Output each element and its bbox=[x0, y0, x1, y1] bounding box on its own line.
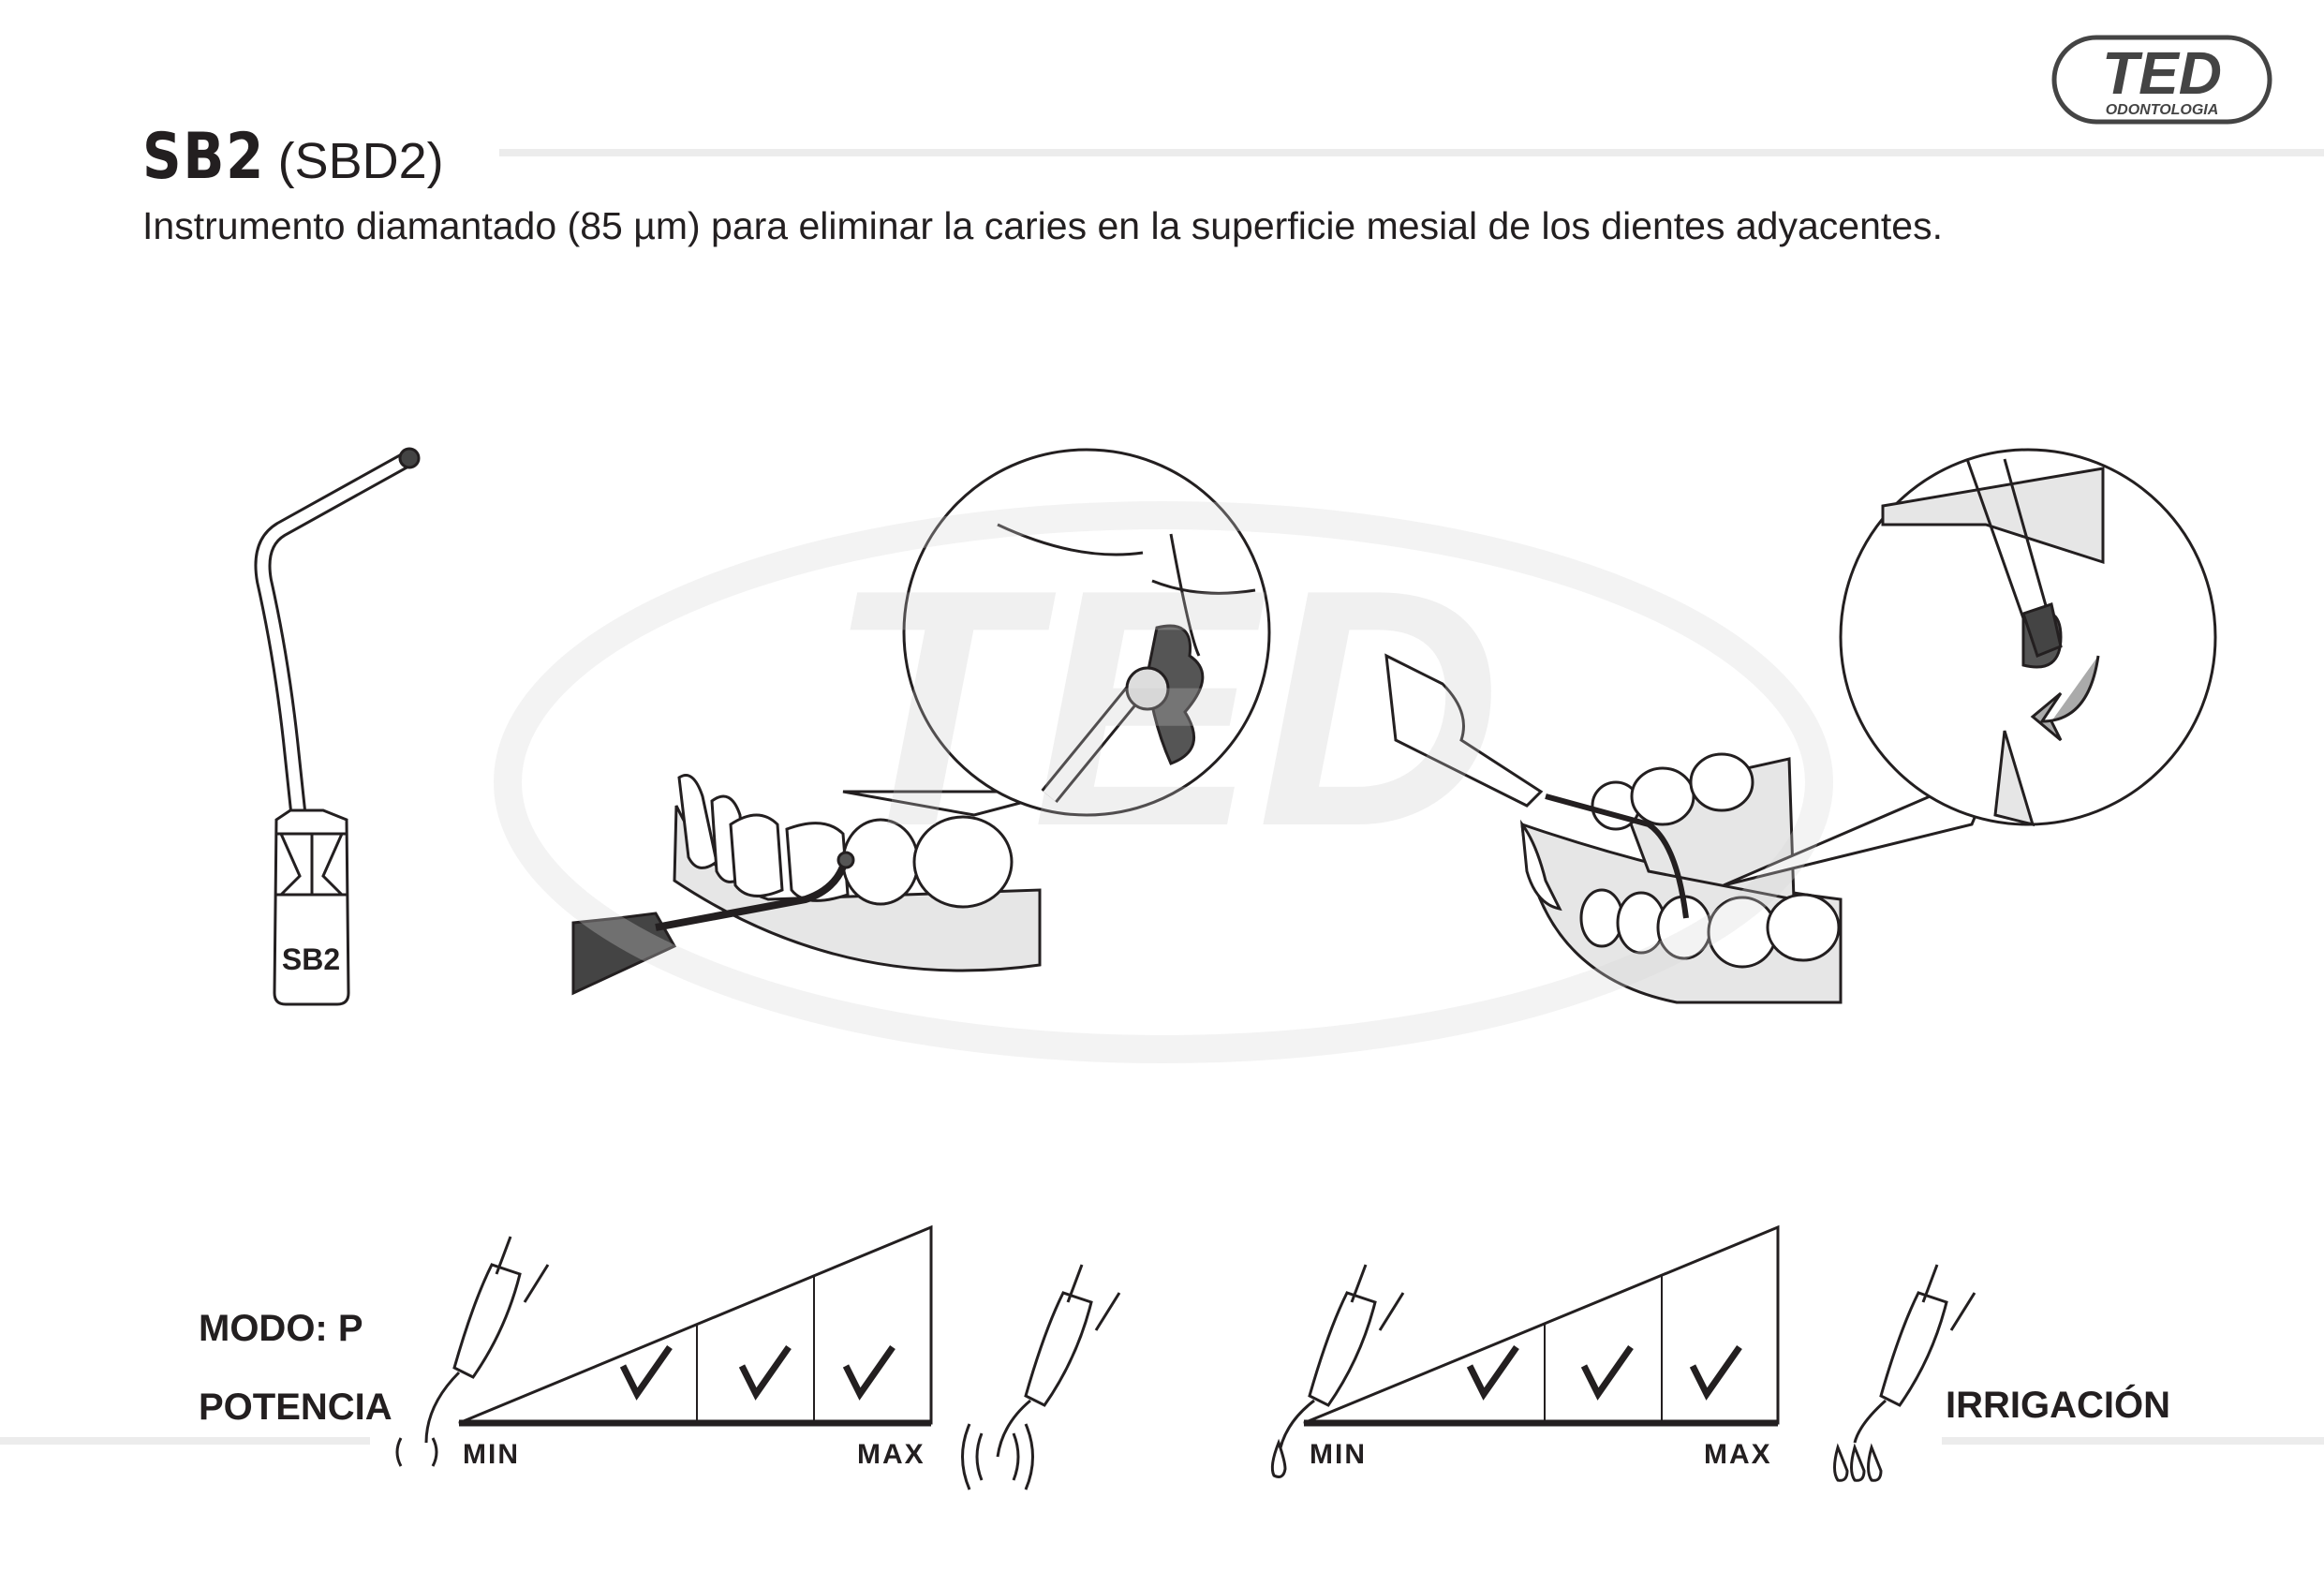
header-rule bbox=[499, 149, 2324, 156]
svg-text:SB2: SB2 bbox=[282, 942, 340, 976]
svg-text:ODONTOLOGIA: ODONTOLOGIA bbox=[2106, 102, 2219, 118]
irrigation-scale bbox=[1303, 1224, 1780, 1427]
page-title: SB2 (SBD2) bbox=[142, 120, 444, 194]
irrigation-max-label: MAX bbox=[1704, 1439, 1772, 1470]
ted-logo: TED ODONTOLOGIA bbox=[2051, 35, 2272, 125]
svg-text:TED: TED bbox=[2102, 39, 2222, 107]
level-check-icon bbox=[1466, 1344, 1519, 1401]
level-check-icon bbox=[738, 1344, 792, 1401]
product-alt-code: (SBD2) bbox=[277, 133, 444, 189]
power-label: POTENCIA bbox=[199, 1387, 392, 1428]
power-max-label: MAX bbox=[857, 1439, 925, 1470]
footer-rule-left bbox=[0, 1437, 370, 1445]
handpiece-high-irrigation-icon bbox=[1833, 1264, 1976, 1482]
level-check-icon bbox=[619, 1344, 673, 1401]
procedure-scene-lower-jaw bbox=[571, 448, 1271, 996]
sb2-tip-illustration: SB2 bbox=[254, 447, 421, 1006]
level-check-icon bbox=[1689, 1344, 1742, 1401]
mode-label: MODO: P bbox=[199, 1308, 363, 1349]
handpiece-low-power-icon bbox=[395, 1236, 550, 1467]
product-description: Instrumento diamantado (85 µm) para elim… bbox=[142, 204, 1943, 247]
product-code: SB2 bbox=[142, 120, 266, 194]
handpiece-high-power-icon bbox=[961, 1264, 1121, 1490]
footer-rule-right bbox=[1942, 1437, 2324, 1445]
handpiece-low-irrigation-icon bbox=[1270, 1264, 1405, 1478]
power-scale bbox=[458, 1224, 933, 1427]
level-check-icon bbox=[842, 1344, 896, 1401]
power-min-label: MIN bbox=[463, 1439, 520, 1470]
irrigation-label: IRRIGACIÓN bbox=[1946, 1385, 2170, 1426]
irrigation-level-checks bbox=[1466, 1344, 1742, 1401]
procedure-scene-upper-jaw bbox=[1384, 448, 2217, 1004]
power-level-checks bbox=[619, 1344, 896, 1401]
irrigation-min-label: MIN bbox=[1310, 1439, 1367, 1470]
level-check-icon bbox=[1580, 1344, 1634, 1401]
